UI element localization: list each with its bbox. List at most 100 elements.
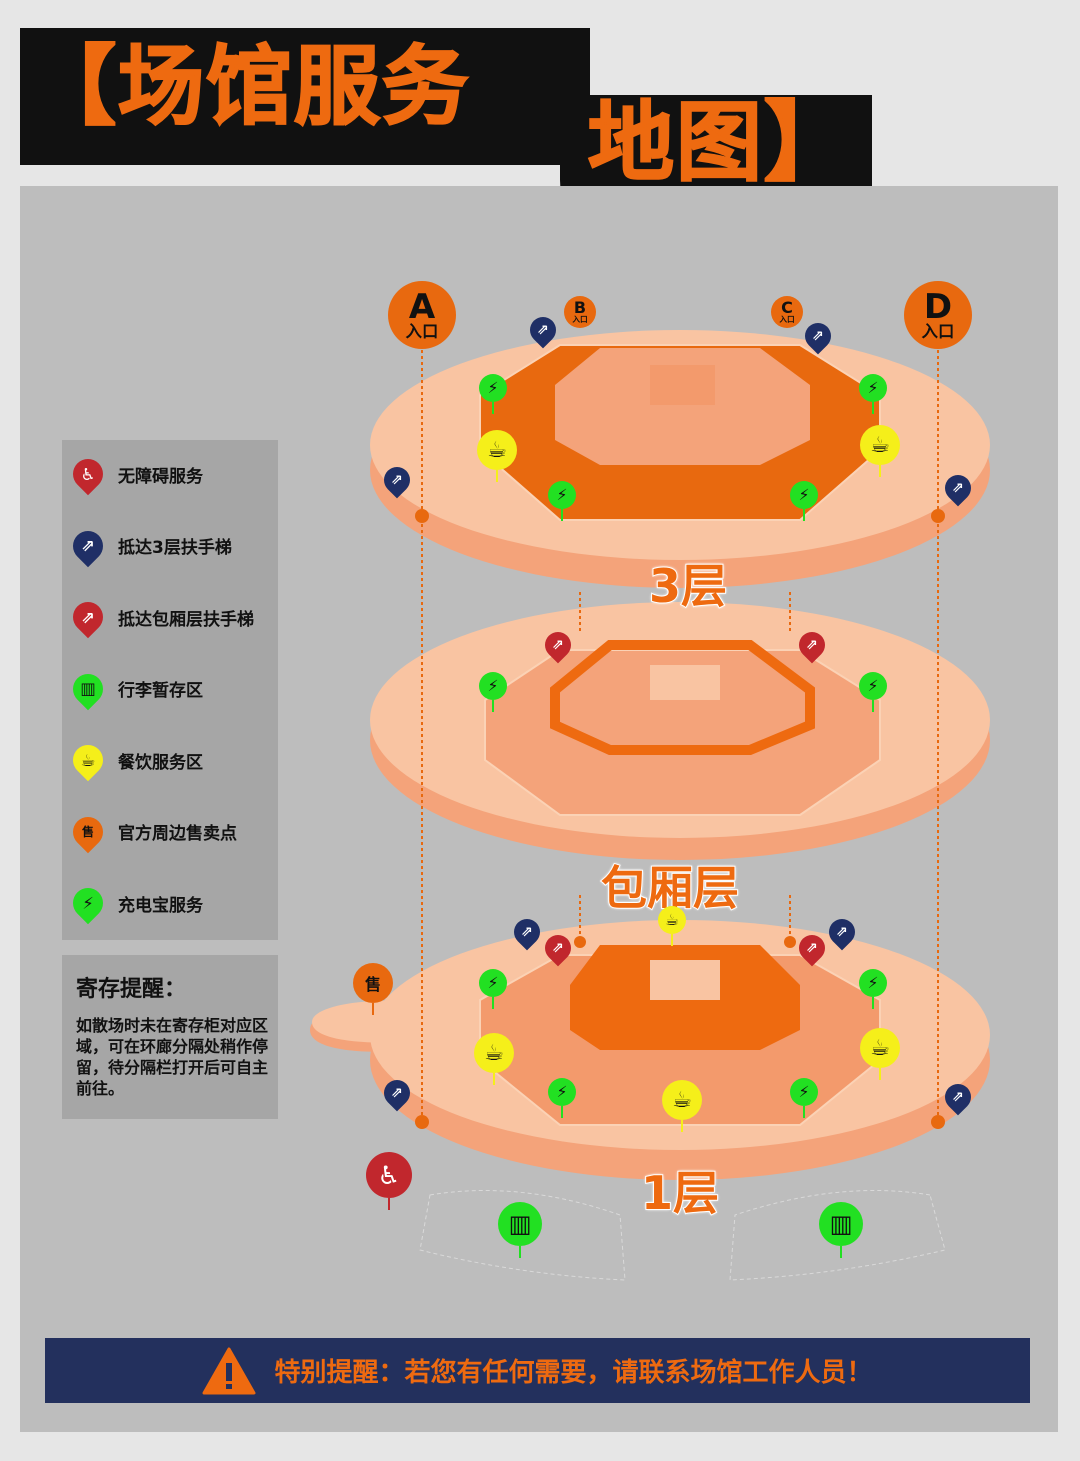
storage-reminder-body: 如散场时未在寄存柜对应区域，可在环廊分隔处稍作停留，待分隔栏打开后可自主前往。 <box>76 1016 269 1098</box>
escalator-3f-icon: ⇗ <box>812 328 824 344</box>
entrance-label: 入口 <box>572 315 588 325</box>
entrance-label: 入口 <box>921 321 955 341</box>
charger-marker: ⚡ <box>479 969 507 1009</box>
luggage-marker: ▥ <box>498 1202 542 1258</box>
charger-marker: ⚡ <box>859 672 887 712</box>
shop-bag-icon: 售 <box>364 975 381 994</box>
title-line-2: 地图】 <box>587 99 852 187</box>
legend-item: ⇗ 抵达包厢层扶手梯 <box>66 595 254 639</box>
charger-icon: ⚡ <box>556 486 568 504</box>
escalator-box-marker: ⇗ <box>539 626 577 664</box>
charger-icon: ⚡ <box>798 1083 810 1101</box>
charger-icon: ⚡ <box>487 974 499 992</box>
escalator-box-icon: ⇗ <box>552 637 564 653</box>
legend-item: 售官方周边售卖点 <box>66 810 237 853</box>
food-marker: ☕ <box>474 1033 514 1085</box>
entrance-label: 入口 <box>779 315 795 325</box>
escalator-box-icon: ⇗ <box>806 940 818 956</box>
warning-icon <box>202 1347 256 1394</box>
title-background <box>20 28 590 165</box>
storage-reminder-title: 寄存提醒： <box>76 977 187 1002</box>
escalator-3f-icon: ⇗ <box>952 480 964 496</box>
escalator-3f-icon: ⇗ <box>952 1089 964 1105</box>
legend-item: ⚡充电宝服务 <box>66 881 203 925</box>
entrance-letter: B <box>573 298 587 318</box>
shop-bag-marker: 售 <box>66 810 110 853</box>
food-marker: ☕ <box>477 430 517 482</box>
legend-item: ☕ 餐饮服务区 <box>66 738 203 782</box>
escalator-3f-marker: ⇗ <box>378 1074 416 1112</box>
legend-label: 无障碍服务 <box>118 466 203 487</box>
food-icon: ☕ <box>870 1035 890 1061</box>
floor-box <box>370 602 990 860</box>
wheelchair-marker: ♿ <box>66 452 110 496</box>
wheelchair-icon: ♿ <box>80 464 96 484</box>
charger-marker: ⚡ <box>479 672 507 712</box>
escalator-3f-icon: ⇗ <box>836 924 848 940</box>
escalator-3f-icon: ⇗ <box>81 536 95 555</box>
title-text-1: 场馆服务 <box>117 37 470 137</box>
food-icon: ☕ <box>484 1040 504 1066</box>
shop-bag-icon: 售 <box>81 825 94 839</box>
wheelchair-marker: ♿ <box>366 1152 412 1210</box>
wheelchair-icon: ♿ <box>377 1160 401 1190</box>
legend-item: ♿ 无障碍服务 <box>66 452 203 496</box>
charger-marker: ⚡ <box>548 481 576 521</box>
legend-label: 抵达包厢层扶手梯 <box>118 609 254 630</box>
food-marker: ☕ <box>66 738 110 782</box>
escalator-box-icon: ⇗ <box>806 637 818 653</box>
charger-marker: ⚡ <box>790 481 818 521</box>
charger-marker: ⚡ <box>479 374 507 414</box>
escalator-3f-marker: ⇗ <box>524 311 562 349</box>
charger-icon: ⚡ <box>798 486 810 504</box>
escalator-3f-marker: ⇗ <box>939 469 977 507</box>
storage-reminder: 寄存提醒： 如散场时未在寄存柜对应区域，可在环廊分隔处稍作停留，待分隔栏打开后可… <box>62 955 278 1119</box>
escalator-3f-marker: ⇗ <box>939 1078 977 1116</box>
escalator-3f-icon: ⇗ <box>537 322 549 338</box>
escalator-box-marker: ⇗ <box>66 595 110 639</box>
legend-label: 餐饮服务区 <box>118 752 203 773</box>
legend-label: 行李暂存区 <box>118 681 203 701</box>
charger-marker: ⚡ <box>66 881 110 925</box>
floor-3 <box>370 330 990 588</box>
escalator-3f-marker: ⇗ <box>823 913 861 951</box>
charger-marker: ⚡ <box>548 1078 576 1118</box>
escalator-box-icon: ⇗ <box>81 607 95 627</box>
luggage-marker: ▥ <box>66 667 110 710</box>
escalator-box-marker: ⇗ <box>793 626 831 664</box>
escalator-3f-marker: ⇗ <box>378 461 416 499</box>
floor-label-1: 1层 <box>640 1165 720 1221</box>
title-bracket: 【 <box>29 37 118 137</box>
charger-icon: ⚡ <box>556 1083 568 1101</box>
escalator-box-marker: ⇗ <box>793 929 831 967</box>
entrance-connector-lines <box>421 350 939 1122</box>
charger-icon: ⚡ <box>82 893 94 913</box>
shop-bag-marker: 售 <box>353 963 393 1015</box>
escalator-3f-icon: ⇗ <box>391 1085 403 1101</box>
escalator-3f-marker: ⇗ <box>508 913 546 951</box>
charger-icon: ⚡ <box>867 974 879 992</box>
legend: ♿无障碍服务⇗抵达3层扶手梯⇗抵达包厢层扶手梯▥行李暂存区☕餐饮服务区售官方周边… <box>62 440 278 940</box>
luggage-icon: ▥ <box>508 1210 532 1238</box>
title-text-2: 地图 <box>587 93 764 193</box>
food-icon: ☕ <box>672 1087 692 1113</box>
entrance-letter: D <box>923 286 953 327</box>
escalator-3f-marker: ⇗ <box>66 524 110 567</box>
charger-marker: ⚡ <box>859 969 887 1009</box>
entrance-letter: A <box>408 286 436 327</box>
escalator-3f-icon: ⇗ <box>391 472 403 488</box>
escalator-box-marker: ⇗ <box>539 929 577 967</box>
charger-marker: ⚡ <box>790 1078 818 1118</box>
luggage-icon: ▥ <box>829 1210 853 1238</box>
title-bracket: 】 <box>763 93 852 193</box>
charger-icon: ⚡ <box>867 677 879 695</box>
escalator-3f-marker: ⇗ <box>799 317 837 355</box>
charger-icon: ⚡ <box>867 379 879 397</box>
title-line-1: 【场馆服务 <box>29 43 470 131</box>
food-icon: ☕ <box>80 750 96 770</box>
charger-icon: ⚡ <box>487 379 499 397</box>
special-reminder-banner: 特别提醒：若您有任何需要，请联系场馆工作人员！ <box>45 1338 1030 1403</box>
